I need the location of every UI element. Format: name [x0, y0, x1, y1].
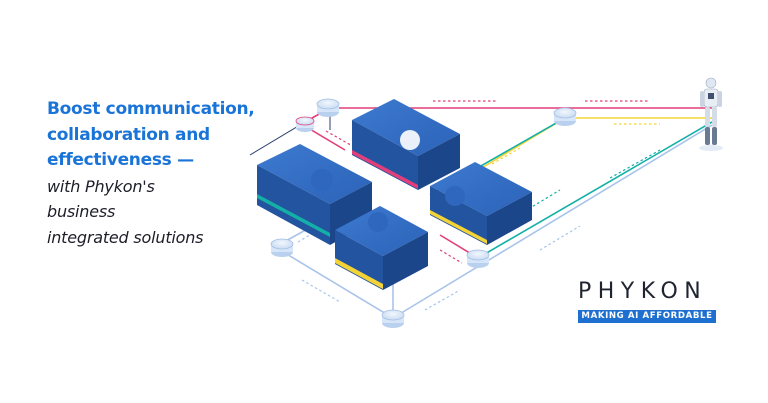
headline-line-5: business	[47, 202, 116, 221]
robot-icon	[699, 77, 723, 151]
headline-line-6: integrated solutions	[47, 227, 204, 247]
headline-line-4: with Phykon's	[47, 176, 155, 196]
dark-line	[249, 124, 301, 156]
puzzle-top-piece	[352, 99, 460, 190]
logo-tagline: MAKING AI AFFORDABLE	[578, 310, 716, 323]
puzzle-right-piece	[430, 162, 532, 245]
database-node-icon	[270, 238, 294, 257]
arrow-light-bottom-left	[301, 279, 341, 303]
database-node-icon	[316, 98, 340, 117]
phykon-logo: PHYKON MAKING AI AFFORDABLE	[578, 279, 718, 325]
arrow-light-left	[297, 229, 319, 243]
arrow-light-right	[539, 225, 581, 251]
headline-line-1: Boost communication,	[47, 99, 255, 119]
logo-wordmark: PHYKON	[578, 279, 718, 307]
puzzle-bottom-piece	[335, 206, 428, 290]
arrow-pink-left	[325, 130, 357, 149]
database-node-icon	[466, 249, 490, 268]
arrow-pink-bottom	[439, 249, 463, 264]
headline-line-2: collaboration and	[47, 124, 210, 145]
teal-line	[477, 121, 713, 259]
database-node-icon	[295, 116, 315, 132]
arrow-teal-right	[609, 149, 661, 179]
integration-illustration	[249, 77, 723, 328]
brand-name: PHYKON	[578, 279, 708, 304]
arrow-light-bottom	[424, 289, 461, 311]
database-node-icon	[553, 107, 577, 126]
headline-line-3: effectiveness —	[47, 150, 194, 170]
dashed-arrows	[297, 100, 661, 311]
pink-line	[302, 107, 712, 124]
database-node-icon	[381, 309, 405, 328]
headline: Boost communication, collaboration and e…	[47, 97, 277, 250]
arrow-yellow-mid	[491, 147, 521, 165]
